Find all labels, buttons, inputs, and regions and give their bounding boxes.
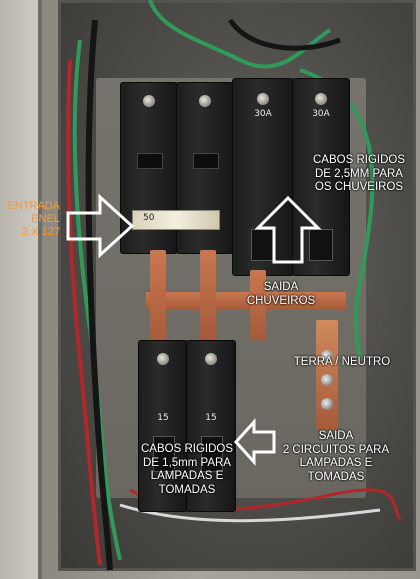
green-wire-left <box>72 39 122 561</box>
annotation-cabos-chuveiros: CABOS RIGIDOS DE 2,5MM PARA OS CHUVEIROS <box>300 154 418 195</box>
annotation-saida-circuitos-line-1: SAIDA <box>318 430 354 442</box>
main-breaker-rating: 50 <box>143 213 155 223</box>
white-wire-bottom <box>119 503 381 523</box>
lower-breaker-left-rating: 15 <box>157 413 169 423</box>
annotation-terra-neutro: TERRA / NEUTRO <box>293 356 391 368</box>
lower-breaker-left: 15 <box>138 340 188 512</box>
annotation-cabos-lampadas-line-2: DE 1,5mm PARA <box>143 456 231 469</box>
annotation-entrada: ENTRADA ENEL 2 X 127 <box>0 200 60 239</box>
annotation-cabos-chuveiros-line-3: OS CHUVEIROS <box>314 181 404 194</box>
ground-neutral-bar <box>316 320 338 430</box>
arrow-saida-chuveiros <box>254 195 322 264</box>
annotation-cabos-chuveiros-line-2: DE 2,5MM PARA <box>315 167 403 180</box>
black-wire-left <box>85 19 113 571</box>
arrow-entrada <box>66 193 135 259</box>
black-wire-top <box>227 18 341 51</box>
annotation-cabos-lampadas-line-1: CABOS RIGIDOS <box>140 443 234 455</box>
lower-breaker-right: 15 <box>186 340 236 512</box>
annotation-saida-circuitos-line-4: TOMADAS <box>307 470 365 483</box>
annotation-saida-chuveiros: SAIDA CHUVEIROS <box>236 281 326 308</box>
copper-busbar-vertical-right <box>250 270 266 340</box>
copper-busbar-vertical-mid <box>200 250 216 340</box>
arrow-lower-breakers <box>233 418 276 466</box>
annotation-cabos-lampadas: CABOS RIGIDOS DE 1,5mm PARA LAMPADAS E T… <box>132 443 242 497</box>
annotation-saida-circuitos-line-2: 2 CIRCUITOS PARA <box>282 443 390 456</box>
annotation-cabos-chuveiros-line-1: CABOS RIGIDOS <box>312 154 406 166</box>
copper-busbar-vertical-left <box>150 250 166 350</box>
shower-breaker-left: 30A <box>232 78 294 276</box>
annotation-saida-circuitos-line-3: LAMPADAS E <box>299 457 373 470</box>
annotation-saida-circuitos: SAIDA 2 CIRCUITOS PARA LAMPADAS E TOMADA… <box>276 430 396 484</box>
annotation-saida-chuveiros-line-2: CHUVEIROS <box>246 294 316 307</box>
main-breaker-handle-tag: 50 <box>132 210 220 230</box>
annotation-entrada-line-3: 2 X 127 <box>22 225 60 238</box>
shower-breaker-left-rating: 30A <box>254 109 272 119</box>
annotation-saida-chuveiros-line-1: SAIDA <box>263 281 299 293</box>
annotation-entrada-line-2: ENEL <box>31 212 60 225</box>
annotation-cabos-lampadas-line-3: LAMPADAS E <box>150 470 224 483</box>
lower-breaker-right-rating: 15 <box>205 413 217 423</box>
copper-busbar-horizontal <box>146 292 346 310</box>
shower-breaker-right-rating: 30A <box>312 109 330 119</box>
red-wire-left <box>66 59 102 566</box>
annotation-entrada-line-1: ENTRADA <box>7 200 60 212</box>
annotation-cabos-lampadas-line-4: TOMADAS <box>158 483 216 496</box>
